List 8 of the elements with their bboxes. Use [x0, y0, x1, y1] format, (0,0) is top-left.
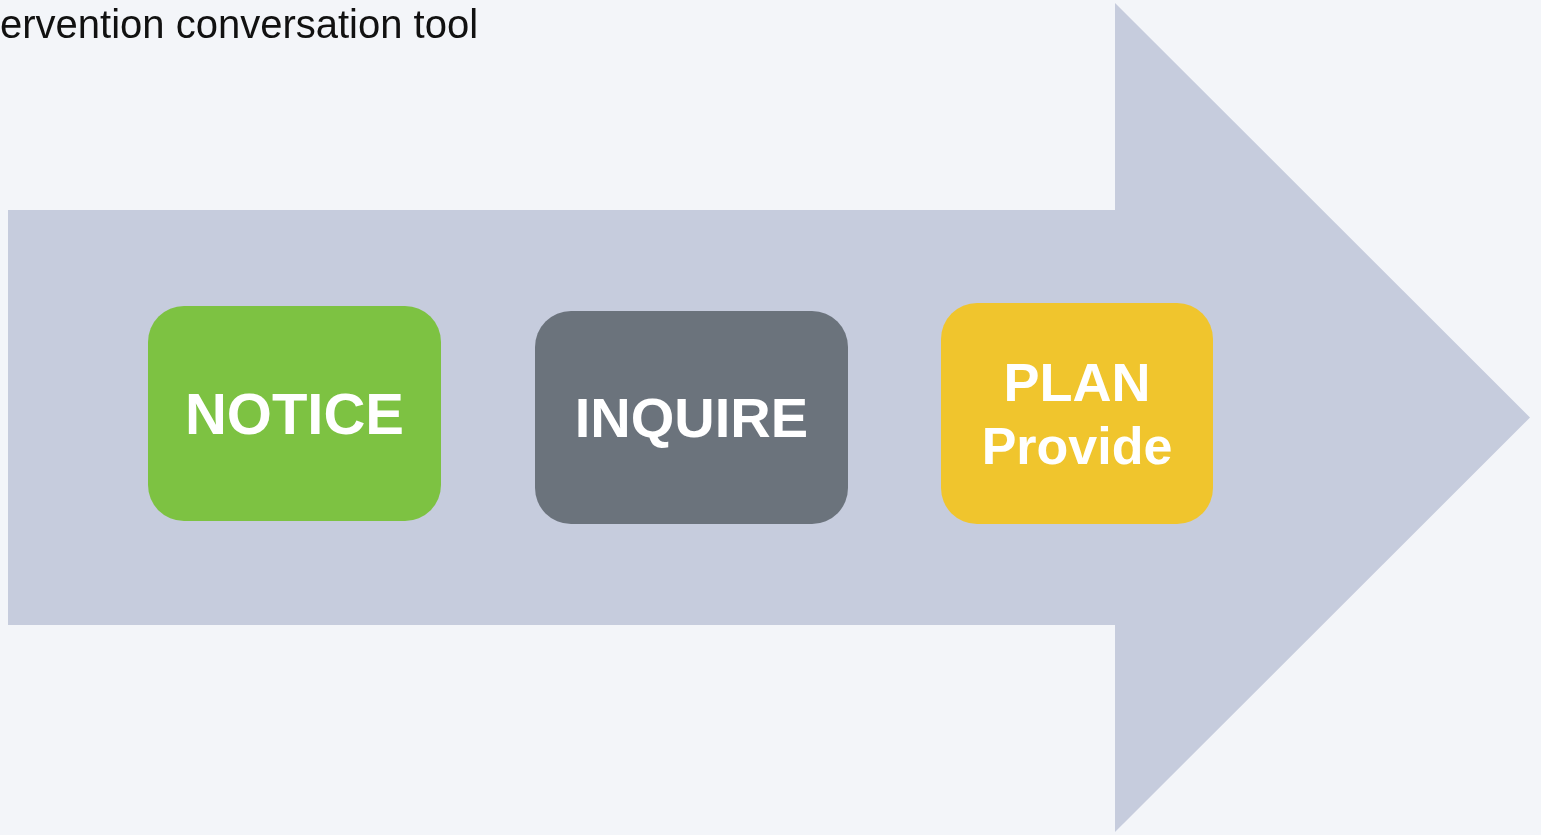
step-label: PLAN: [1003, 350, 1151, 414]
step-label: INQUIRE: [574, 384, 809, 451]
step-label: NOTICE: [184, 379, 405, 448]
step-box: [148, 306, 441, 521]
step-label: Provide: [981, 415, 1173, 477]
step-box: [535, 311, 848, 524]
title: ervention conversation tool: [0, 2, 479, 47]
step-box: [941, 303, 1213, 524]
